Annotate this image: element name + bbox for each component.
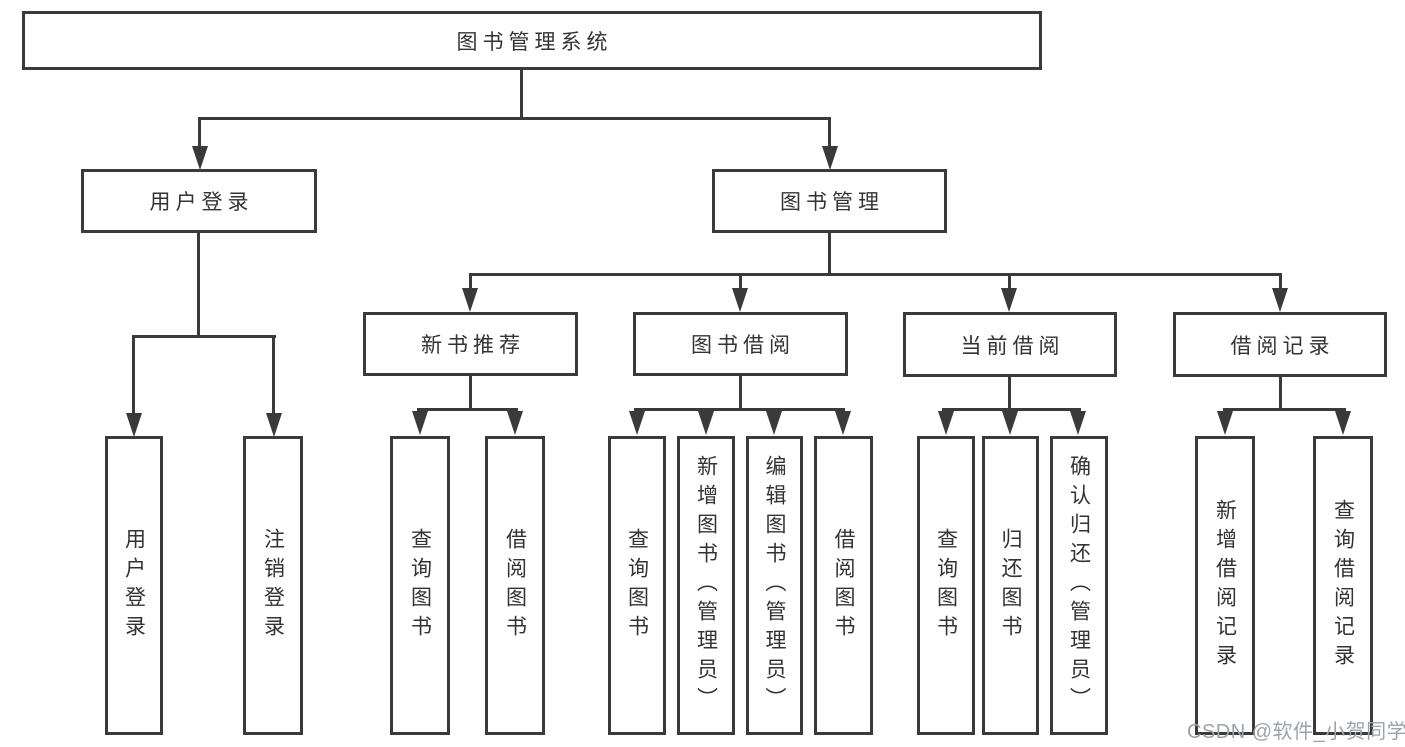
- arrowhead-down-icon: [1001, 288, 1017, 312]
- arrowhead-down-icon: [126, 413, 142, 437]
- node-new-book-recommend: 新书推荐: [363, 312, 578, 376]
- connector-line: [828, 117, 831, 150]
- connector-line: [1008, 273, 1011, 290]
- csdn-watermark: CSDN @软件_小贺同学: [1187, 721, 1405, 743]
- leaf-label: 确认归还（管理员）: [1067, 455, 1091, 716]
- arrowhead-down-icon: [698, 411, 714, 435]
- arrowhead-down-icon: [835, 411, 851, 435]
- leaf-confirm-return-admin: 确认归还（管理员）: [1050, 436, 1108, 735]
- arrowhead-down-icon: [192, 146, 208, 170]
- arrowhead-down-icon: [1070, 411, 1086, 435]
- leaf-label: 查询借阅记录: [1331, 498, 1355, 673]
- connector-line: [198, 117, 201, 150]
- arrowhead-down-icon: [266, 413, 282, 437]
- arrowhead-down-icon: [1217, 411, 1233, 435]
- leaf-query-books-current: 查询图书: [917, 436, 975, 735]
- arrowhead-down-icon: [1335, 411, 1351, 435]
- connector-line: [739, 273, 742, 290]
- leaf-query-borrow-record: 查询借阅记录: [1313, 436, 1373, 735]
- connector-line: [132, 335, 135, 415]
- connector-line: [1279, 273, 1282, 290]
- leaf-label: 注销登录: [261, 527, 285, 644]
- connector-line: [469, 273, 472, 290]
- arrowhead-down-icon: [1272, 288, 1288, 312]
- leaf-label: 查询图书: [408, 527, 432, 644]
- leaf-borrow-books-recommend: 借阅图书: [485, 436, 545, 735]
- connector-line: [942, 408, 1081, 411]
- leaf-label: 编辑图书（管理员）: [763, 455, 786, 716]
- leaf-add-borrow-record: 新增借阅记录: [1195, 436, 1255, 735]
- leaf-return-book: 归还图书: [982, 436, 1039, 735]
- arrowhead-down-icon: [412, 411, 428, 435]
- leaf-logout: 注销登录: [243, 436, 303, 735]
- connector-line: [828, 233, 831, 273]
- connector-line: [417, 408, 518, 411]
- leaf-edit-book-admin: 编辑图书（管理员）: [746, 436, 803, 735]
- connector-line: [1279, 376, 1282, 408]
- leaf-query-books-recommend: 查询图书: [390, 436, 450, 735]
- node-borrowing-records: 借阅记录: [1173, 312, 1387, 377]
- leaf-label: 用户登录: [122, 527, 146, 644]
- connector-line: [272, 335, 275, 415]
- arrowhead-down-icon: [629, 411, 645, 435]
- connector-line: [520, 70, 523, 117]
- leaf-label: 新增图书（管理员）: [694, 455, 718, 716]
- node-book-management: 图书管理: [712, 169, 947, 233]
- node-current-borrowing: 当前借阅: [903, 312, 1117, 377]
- node-book-borrowing: 图书借阅: [633, 312, 848, 376]
- connector-line: [634, 408, 845, 411]
- arrowhead-down-icon: [766, 411, 782, 435]
- arrowhead-down-icon: [822, 146, 838, 170]
- leaf-label: 借阅图书: [503, 527, 527, 644]
- connector-line: [197, 233, 200, 335]
- connector-line: [198, 117, 831, 120]
- node-user-login: 用户登录: [81, 169, 317, 233]
- node-root-library-system: 图书管理系统: [22, 11, 1042, 70]
- connector-line: [1008, 376, 1011, 408]
- leaf-query-books-borrowing: 查询图书: [608, 436, 666, 735]
- arrowhead-down-icon: [938, 411, 954, 435]
- connector-line: [469, 376, 472, 408]
- leaf-label: 新增借阅记录: [1213, 498, 1237, 673]
- leaf-label: 借阅图书: [832, 527, 855, 644]
- arrowhead-down-icon: [462, 288, 478, 312]
- leaf-add-book-admin: 新增图书（管理员）: [677, 436, 735, 735]
- arrowhead-down-icon: [732, 288, 748, 312]
- leaf-label: 查询图书: [934, 527, 958, 644]
- connector-line: [1223, 408, 1346, 411]
- arrowhead-down-icon: [507, 411, 523, 435]
- connector-line: [739, 376, 742, 408]
- connector-line: [132, 335, 276, 338]
- leaf-user-login: 用户登录: [105, 436, 163, 735]
- arrowhead-down-icon: [1002, 411, 1018, 435]
- leaf-label: 归还图书: [999, 527, 1022, 644]
- leaf-label: 查询图书: [625, 527, 649, 644]
- connector-line: [469, 273, 1282, 276]
- leaf-borrow-books-borrowing: 借阅图书: [814, 436, 873, 735]
